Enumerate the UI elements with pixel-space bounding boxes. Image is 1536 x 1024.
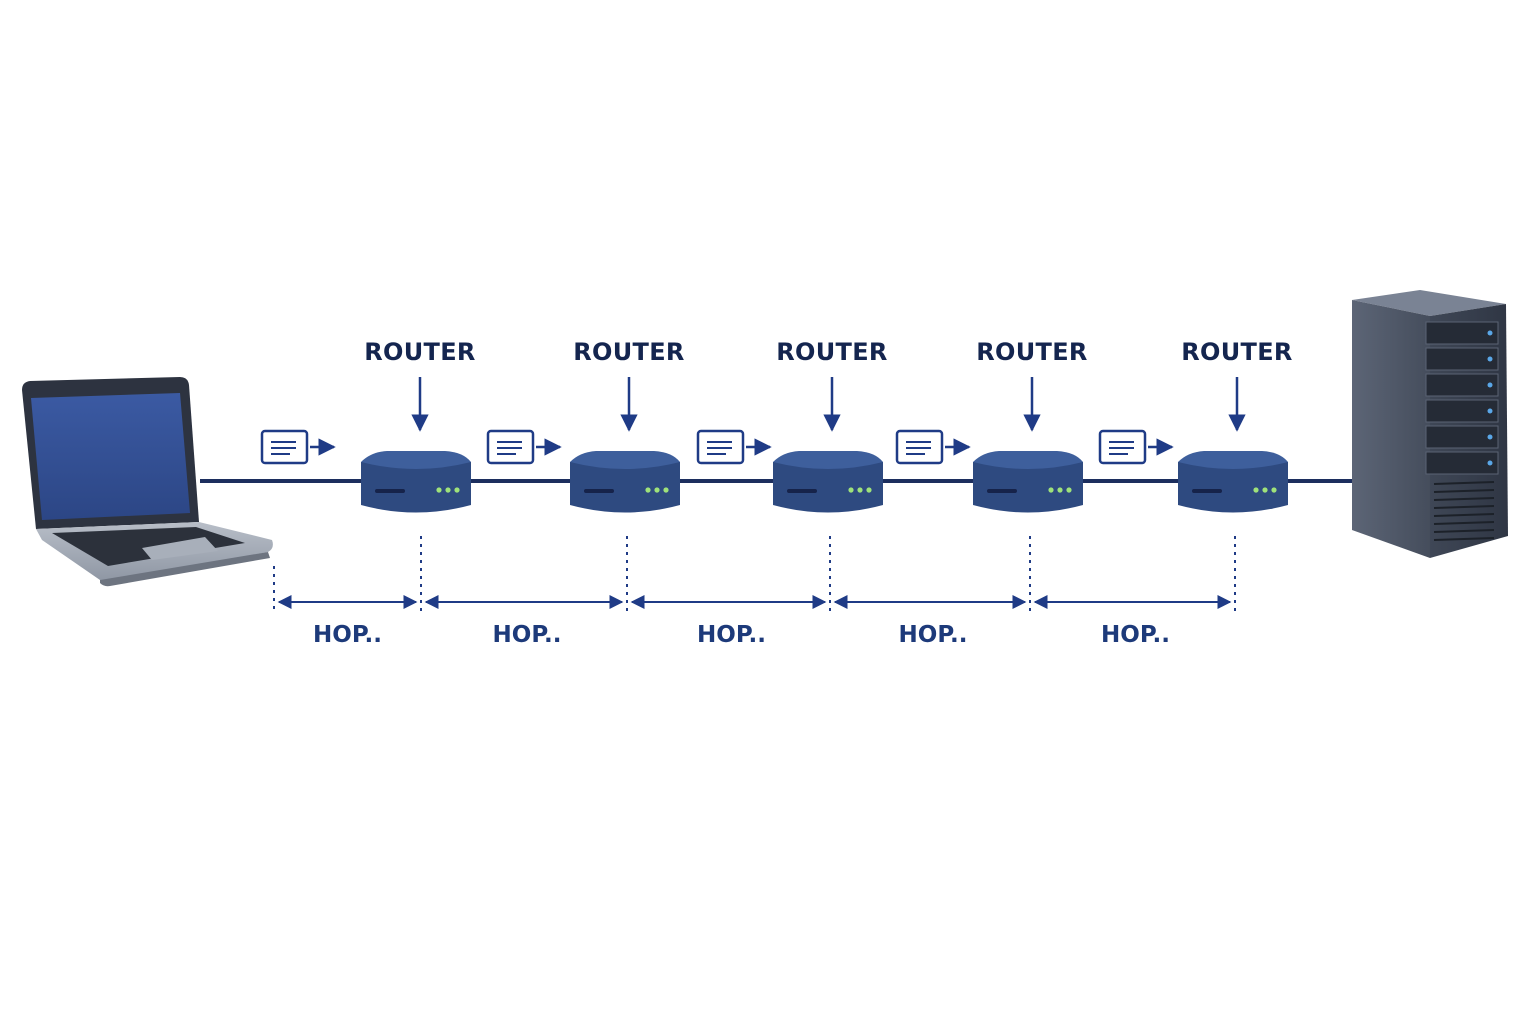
router-1: ROUTER xyxy=(361,338,475,513)
router-4: ROUTER xyxy=(973,338,1087,513)
hop-5: HOP.. xyxy=(1033,595,1232,648)
router-label: ROUTER xyxy=(573,338,684,366)
router-icon xyxy=(773,451,883,513)
router-icon xyxy=(570,451,680,513)
server-icon xyxy=(1352,290,1508,558)
laptop-icon xyxy=(22,377,273,587)
router-icon xyxy=(361,451,471,513)
router-5: ROUTER xyxy=(1178,338,1292,513)
hop-label: HOP.. xyxy=(493,622,562,648)
hop-label: HOP.. xyxy=(313,622,382,648)
router-2: ROUTER xyxy=(570,338,684,513)
hop-4: HOP.. xyxy=(833,595,1027,648)
packet-icon xyxy=(895,429,971,465)
packet-icon xyxy=(1098,429,1174,465)
router-icon xyxy=(973,451,1083,513)
packet-icon xyxy=(260,429,336,465)
router-3: ROUTER xyxy=(773,338,887,513)
hop-label: HOP.. xyxy=(1101,622,1170,648)
packet-icon xyxy=(696,429,772,465)
hop-1: HOP.. xyxy=(277,595,418,648)
router-label: ROUTER xyxy=(776,338,887,366)
packet-icon xyxy=(486,429,562,465)
hop-label: HOP.. xyxy=(697,622,766,648)
router-label: ROUTER xyxy=(1181,338,1292,366)
hop-3: HOP.. xyxy=(630,595,827,648)
router-icon xyxy=(1178,451,1288,513)
routers-layer: ROUTER ROUTER ROUTER ROUTER ROUTER xyxy=(361,338,1292,513)
server-drive-bays xyxy=(1425,321,1499,475)
packets-layer xyxy=(260,429,1174,465)
router-label: ROUTER xyxy=(364,338,475,366)
hop-2: HOP.. xyxy=(424,595,624,648)
hops-layer: HOP.. HOP.. HOP.. HOP.. HOP.. xyxy=(273,536,1236,648)
hop-label: HOP.. xyxy=(899,622,968,648)
server-vent xyxy=(1433,481,1495,541)
router-label: ROUTER xyxy=(976,338,1087,366)
